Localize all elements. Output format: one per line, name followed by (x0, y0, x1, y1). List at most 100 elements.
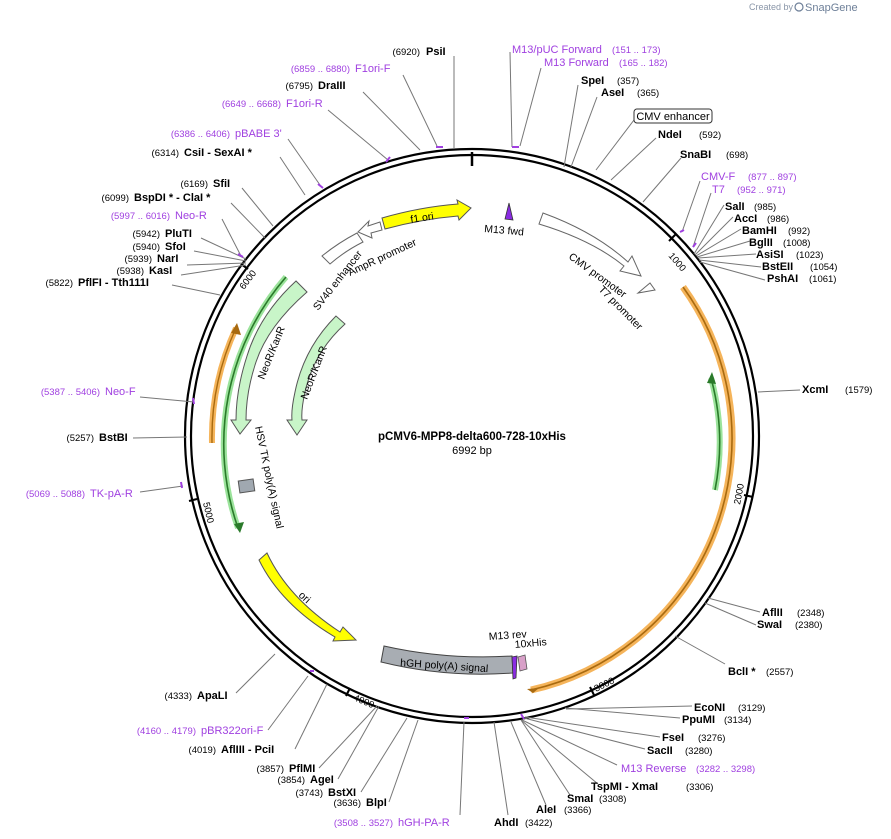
site-name-bstxi: BstXI (328, 787, 356, 799)
site-pos-bglii: (1008) (783, 238, 810, 249)
site-name-pshai: PshAI (767, 273, 798, 285)
feature-hsv-tk-polya (237, 478, 256, 494)
site-name-m13-reverse: M13 Reverse (621, 763, 686, 775)
site-pos-pflfi: (5822) (46, 278, 73, 289)
leader-lines (132, 51, 801, 816)
orf-arrowhead-left-orange (231, 323, 241, 335)
site-pos-nari: (5939) (125, 254, 152, 265)
site-pos-cmv-f: (877 .. 897) (748, 172, 797, 183)
site-pos-spei: (357) (617, 76, 639, 87)
site-pos-agei: (3854) (278, 775, 305, 786)
site-pos-aflii: (2348) (797, 608, 824, 619)
tick-label-4000: 4000 (352, 693, 376, 711)
orf-arrowhead-right (707, 372, 716, 384)
site-name-f1ori-f: F1ori-F (355, 63, 391, 75)
site-name-kasi: KasI (149, 265, 172, 277)
site-pos-sali: (985) (754, 202, 776, 213)
site-name-nari: NarI (157, 253, 178, 265)
site-name-smai: SmaI (567, 793, 593, 805)
site-name-aflii: AflII (762, 607, 783, 619)
site-pos-acci: (986) (767, 214, 789, 225)
site-pos-pshai: (1061) (809, 274, 836, 285)
site-pos-draiii: (6795) (286, 81, 313, 92)
feature-label-m13-rev: M13 rev (488, 628, 527, 643)
site-name-tspmi-xmai: TspMI - XmaI (591, 781, 658, 793)
tick-label-5000: 5000 (200, 501, 215, 524)
brand-prefix: Created by (749, 2, 794, 12)
orf-arc-main-glow (530, 284, 736, 694)
site-pos-apali: (4333) (165, 691, 192, 702)
tick-5000 (188, 498, 198, 502)
tick-1000 (668, 233, 677, 242)
site-name-pbr322ori-f: pBR322ori-F (201, 725, 264, 737)
orf-arc-left-orange (211, 327, 237, 444)
site-pos-kasi: (5938) (117, 266, 144, 277)
site-name-cmv-enhancer: CMV enhancer (636, 111, 710, 123)
feature-label-hsv-tk-polya: HSV TK poly(A) signal (252, 425, 285, 529)
feature-sv40-enhancer (321, 232, 364, 265)
site-name-neo-f: Neo-F (105, 386, 136, 398)
site-pos-ppumi: (3134) (724, 715, 751, 726)
feature-ampr-promoter (357, 219, 383, 239)
site-pos-t7: (952 .. 971) (737, 185, 786, 196)
plasmid-name: pCMV6-MPP8-delta600-728-10xHis (378, 431, 566, 443)
site-pos-blpi: (3636) (334, 798, 361, 809)
site-pos-snabi: (698) (726, 150, 748, 161)
site-pos-ndei: (592) (699, 130, 721, 141)
site-pos-ahdi: (3422) (525, 818, 552, 829)
tick-2000 (743, 494, 754, 498)
site-pos-pbabe3: (6386 .. 6406) (171, 129, 230, 140)
site-name-blpi: BlpI (366, 797, 387, 809)
brand-name: SnapGene (805, 2, 858, 14)
feature-m13-rev (511, 655, 518, 680)
site-name-sfoi: SfoI (165, 241, 186, 253)
site-pos-bspdi: (6099) (102, 193, 129, 204)
tick-4000 (345, 687, 351, 697)
site-name-apali: ApaLI (197, 690, 228, 702)
site-pos-m13-reverse: (3282 .. 3298) (696, 764, 755, 775)
site-pos-asisi: (1023) (796, 250, 823, 261)
orf-arc-main (530, 286, 733, 691)
site-name-sfii: SfiI (213, 178, 230, 190)
site-name-bcli: BclI * (728, 666, 756, 678)
site-name-xcmi: XcmI (802, 384, 828, 396)
site-name-bspdi-clai: BspDI * - ClaI * (134, 192, 211, 204)
tick-3000 (589, 686, 595, 696)
site-name-fsei: FseI (662, 732, 684, 744)
backbone (183, 147, 761, 725)
tick-label-1000: 1000 (666, 251, 688, 274)
site-pos-swai: (2380) (795, 620, 822, 631)
site-pos-m13-forward: (165 .. 182) (619, 58, 668, 69)
orf-arrowhead-left (234, 522, 244, 533)
snapgene-logo-icon (794, 2, 804, 12)
site-pos-fsei: (3276) (698, 733, 725, 744)
site-name-t7: T7 (712, 184, 725, 196)
site-pos-xcmi: (1579) (845, 385, 872, 396)
plasmid-length: 6992 bp (452, 445, 492, 457)
site-pos-tk-pa-r: (5069 .. 5088) (26, 489, 85, 500)
site-name-m13-puc-forward: M13/pUC Forward (512, 44, 602, 56)
feature-neor-kanr-outer (230, 280, 308, 435)
site-name-afliii-pcii: AflIII - PciI (221, 744, 274, 756)
site-name-asisi: AsiSI (756, 249, 784, 261)
site-labels: (6920) PsiI (6859 .. 6880) F1ori-F (6795… (26, 44, 873, 829)
site-pos-smai: (3308) (599, 794, 626, 805)
primer-marks (180, 146, 697, 720)
site-pos-f1ori-f: (6859 .. 6880) (291, 64, 350, 75)
site-name-ndei: NdeI (658, 129, 682, 141)
site-name-ppumi: PpuMI (682, 714, 715, 726)
site-pos-econi: (3129) (738, 703, 765, 714)
site-name-draiii: DraIII (318, 80, 346, 92)
backbone-outer-ring (183, 147, 761, 725)
site-pos-alei: (3366) (564, 805, 591, 816)
site-name-acci: AccI (734, 213, 757, 225)
site-pos-bamhi: (992) (788, 226, 810, 237)
site-name-bstbi: BstBI (99, 432, 128, 444)
tick-label-2000: 2000 (732, 483, 747, 506)
site-name-cmv-f: CMV-F (701, 171, 736, 183)
site-name-swai: SwaI (757, 619, 782, 631)
site-name-pflmi: PflMI (289, 763, 315, 775)
site-pos-neo-f: (5387 .. 5406) (41, 387, 100, 398)
feature-label-10xhis: 10xHis (514, 636, 547, 651)
